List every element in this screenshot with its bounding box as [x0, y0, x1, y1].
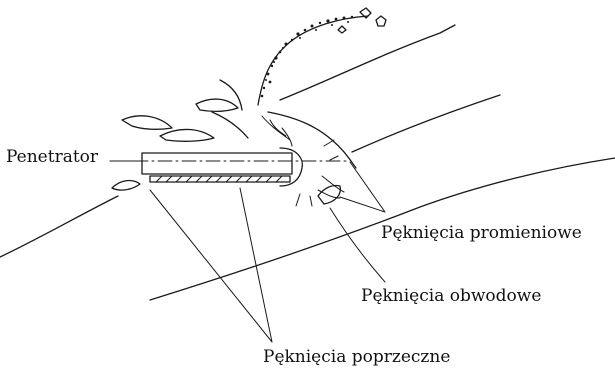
spall-petal-5 — [212, 112, 248, 138]
leader-transverse-cracks — [150, 188, 272, 342]
spall-petal-4 — [220, 80, 242, 110]
target-upper-surface — [280, 25, 455, 100]
penetrator-nose — [280, 148, 302, 186]
ejecta-plume-outer — [258, 16, 368, 105]
ejecta-fragment-3 — [338, 26, 346, 33]
transverse-cracks-label: Pęknięcia poprzeczne — [263, 349, 450, 366]
crater-rim — [268, 112, 356, 168]
spall-petal-3 — [196, 99, 238, 111]
radial-cracks — [296, 140, 344, 206]
nose-fragments — [262, 116, 292, 146]
target-side-edge — [352, 95, 500, 152]
liner-hatching — [156, 176, 282, 182]
spall-petal-2 — [160, 129, 214, 141]
leader-radial-cracks — [340, 162, 385, 212]
spall-petal-1 — [122, 116, 172, 129]
spall-petal-6 — [112, 181, 140, 191]
penetrator-label: Penetrator — [6, 149, 98, 166]
ejecta-fragment-2 — [376, 16, 386, 26]
penetrator-body — [142, 153, 292, 174]
leader-circumferential-cracks — [330, 208, 385, 282]
circumferential-cracks-label: Pęknięcia obwodowe — [361, 288, 541, 305]
radial-cracks-label: Pęknięcia promieniowe — [381, 225, 582, 242]
target-front-face-upper — [0, 196, 118, 257]
